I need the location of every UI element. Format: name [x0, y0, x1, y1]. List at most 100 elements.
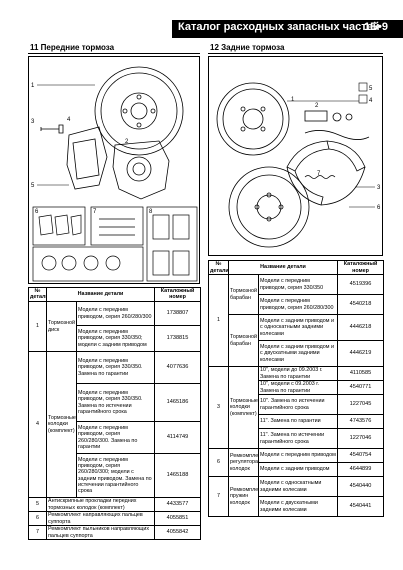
- part-name: Тормозной барабан: [228, 274, 259, 315]
- table-row: 6 Ремкомплект регулятора колодок Модели …: [208, 448, 384, 477]
- rear-brakes-illustration: 1 2 3 4 5 6 7: [208, 56, 383, 256]
- page-number: 1Б•9: [364, 21, 388, 33]
- part-name: Тормозные колодки (комплект): [228, 366, 259, 449]
- part-name: Тормозные колодки (комплект): [46, 351, 77, 498]
- part-number: 7: [208, 476, 229, 517]
- part-desc: 10", модели до 09.2003 г. Замена по гара…: [258, 366, 338, 381]
- part-name: Ремкомплект пыльников направляющих пальц…: [46, 525, 155, 540]
- part-name: Тормозной диск: [46, 301, 77, 352]
- catalog-number: 4644899: [337, 462, 384, 477]
- catalog-number: 4446219: [337, 340, 384, 367]
- header-bar: [172, 20, 403, 38]
- catalog-number: 1465186: [154, 383, 201, 422]
- rear-callout-4: 4: [369, 98, 373, 104]
- table-row: Модели с передним приводом, серия 260/28…: [29, 453, 201, 498]
- catalog-number: 4114749: [154, 421, 201, 454]
- catalog-number: 4055842: [154, 525, 201, 540]
- front-callout-6: 6: [35, 209, 39, 215]
- part-desc: Модели с передним приводом, серия 330/35…: [76, 325, 155, 352]
- part-number: 1: [28, 301, 47, 352]
- table-row: 6 Ремкомплект направляющих пальцев суппо…: [28, 511, 201, 526]
- catalog-number: 4540440: [337, 476, 384, 497]
- part-desc: 10", модели с 09.2003 г. Замена по гаран…: [258, 380, 338, 395]
- page-title: Каталог расходных запасных частей: [178, 21, 380, 33]
- table-row: 3 Тормозные колодки (комплект) 10", моде…: [208, 366, 384, 449]
- rear-callout-3: 3: [377, 185, 381, 191]
- catalog-number: 4540441: [337, 496, 384, 517]
- front-brakes-illustration: 1 2 3 4 5 6 7 8: [28, 56, 200, 284]
- front-brakes-drawing: 1 2 3 4 5 6 7 8: [31, 66, 198, 282]
- rear-callout-5: 5: [369, 86, 373, 92]
- part-desc: Модели с передним приводом, серия 260/28…: [76, 421, 155, 454]
- table-row: 4 Тормозные колодки (комплект) Модели с …: [28, 351, 201, 498]
- rear-callout-6: 6: [377, 205, 381, 211]
- part-desc: 11". Замена по истечении гарантийного ср…: [258, 428, 338, 449]
- col-header-num: № детали: [28, 287, 47, 302]
- table-row: 10", модели с 09.2003 г. Замена по гаран…: [209, 380, 384, 395]
- catalog-number: 4540218: [337, 294, 384, 315]
- front-callout-3: 3: [31, 119, 35, 125]
- rear-callout-7: 7: [317, 171, 321, 177]
- part-desc: 10". Замена по истечении гарантийного ср…: [258, 394, 338, 415]
- front-callout-2: 2: [125, 139, 129, 145]
- part-desc: Модели с передним приводом, серия 260/28…: [258, 294, 338, 315]
- part-desc: 11". Замена по гарантии: [258, 414, 338, 429]
- part-desc: Модели с передним приводом, серия 330/35…: [76, 383, 155, 422]
- table-row: Модели с передним приводом, серия 330/35…: [29, 325, 201, 352]
- part-desc: Модели с передним приводом, серия 260/28…: [76, 453, 155, 498]
- part-name: Ремкомплект направляющих пальцев суппорт…: [46, 511, 155, 526]
- page-header: Каталог расходных запасных частей 1Б•9: [0, 18, 403, 40]
- catalog-number: 1227045: [337, 394, 384, 415]
- front-brakes-table: № детали Название детали Каталожный номе…: [28, 287, 201, 302]
- table-row: Модели с передним приводом, серия 330/35…: [29, 383, 201, 422]
- catalog-number: 4519396: [337, 274, 384, 295]
- table-row: 7 Ремкомплект пыльников направляющих пал…: [28, 525, 201, 540]
- part-name: Антискрипные прокладки передних тормозны…: [46, 497, 155, 512]
- table-header-row: № детали Название детали Каталожный номе…: [208, 260, 384, 275]
- rear-brakes-table-header: № детали Название детали Каталожный номе…: [208, 260, 384, 275]
- col-header-code: Каталожный номер: [337, 260, 384, 275]
- part-number: 1: [208, 274, 229, 367]
- catalog-number: 4540754: [337, 448, 384, 463]
- table-row: Тормозной барабан Модели с задним привод…: [209, 314, 384, 367]
- catalog-number: 4055851: [154, 511, 201, 526]
- part-desc: Модели с передним приводом, серия 330/35…: [258, 274, 338, 295]
- part-number: 7: [28, 525, 47, 540]
- part-desc: Модели с двускатными задними колесами: [258, 496, 338, 517]
- front-callout-1: 1: [31, 83, 35, 89]
- col-header-name: Название детали: [228, 260, 338, 275]
- table-row: 11". Замена по гарантии 4743576: [209, 414, 384, 429]
- catalog-number: 1227046: [337, 428, 384, 449]
- catalog-number: 4540771: [337, 380, 384, 395]
- col-header-code: Каталожный номер: [154, 287, 201, 302]
- front-callout-5: 5: [31, 183, 35, 189]
- catalog-number: 1465188: [154, 453, 201, 498]
- part-number: 5: [28, 497, 47, 512]
- table-row: 11". Замена по истечении гарантийного ср…: [209, 428, 384, 449]
- part-name: Ремкомплект пружин колодок: [228, 476, 259, 517]
- table-row: 1 Тормозной диск Модели с передним приво…: [28, 301, 201, 352]
- catalog-number: 4433577: [154, 497, 201, 512]
- table-row: 5 Антискрипные прокладки передних тормоз…: [28, 497, 201, 512]
- front-callout-4: 4: [67, 117, 71, 123]
- catalog-number: 4110585: [337, 366, 384, 381]
- rear-brakes-drawing: 1 2 3 4 5 6 7: [216, 82, 381, 248]
- catalog-number: 4743576: [337, 414, 384, 429]
- table-row: 7 Ремкомплект пружин колодок Модели с од…: [208, 476, 384, 517]
- part-name: Тормозной барабан: [228, 314, 259, 367]
- table-row: Модели с двускатными задними колесами 45…: [209, 496, 384, 517]
- rear-callout-2: 2: [315, 103, 319, 109]
- part-number: 6: [28, 511, 47, 526]
- part-desc: Модели с задним приводом и с односкатным…: [258, 314, 338, 341]
- part-desc: Модели с задним приводом и с двускатными…: [258, 340, 338, 367]
- rear-brakes-table-body: 1 Тормозной барабан Модели с передним пр…: [208, 274, 384, 517]
- table-row: Модели с передним приводом, серия 260/28…: [209, 294, 384, 315]
- section-title-rear-brakes: 12 Задние тормоза: [210, 43, 285, 52]
- catalog-number: 1738815: [154, 325, 201, 352]
- section-rule-front: [28, 53, 200, 54]
- col-header-name: Название детали: [46, 287, 155, 302]
- part-number: 4: [28, 351, 47, 498]
- part-desc: Модели с передним приводом, серия 330/35…: [76, 351, 155, 384]
- part-number: 3: [208, 366, 229, 449]
